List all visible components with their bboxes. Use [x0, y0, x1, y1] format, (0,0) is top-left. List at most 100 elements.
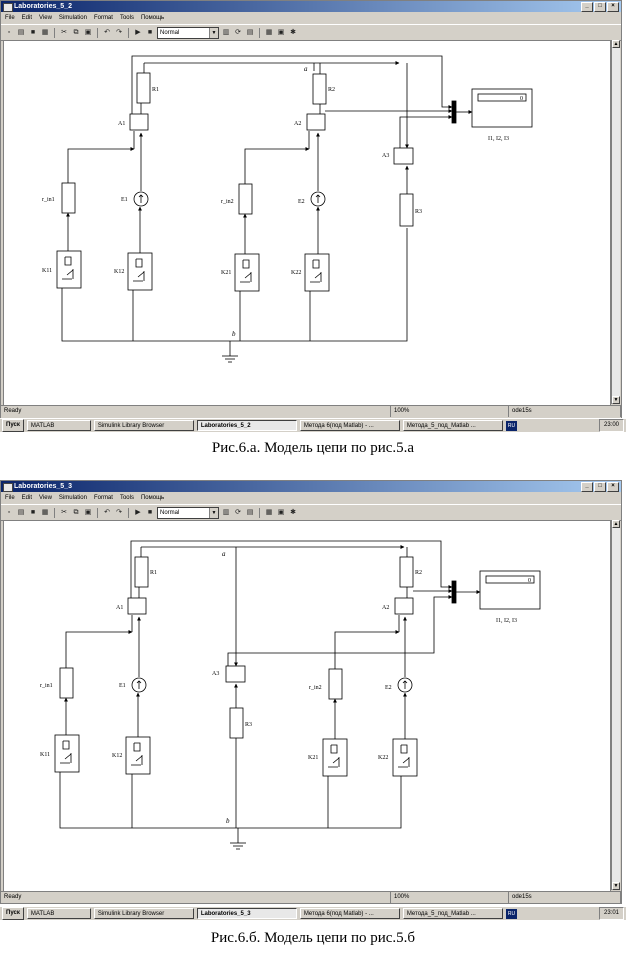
switch-k21-block[interactable]	[322, 738, 348, 777]
build-icon[interactable]: ▥	[221, 507, 231, 518]
save-icon[interactable]: ■	[28, 507, 38, 518]
model-canvas[interactable]: R1 R2 R3 A1 A2 A3 E1 E2 r_in1 r_in2 K11 …	[3, 520, 611, 892]
switch-k21-block[interactable]	[234, 253, 260, 292]
vertical-scrollbar[interactable]: ▲ ▼	[611, 520, 620, 890]
title-bar[interactable]: Laboratories_5_3 _ □ ×	[1, 481, 621, 492]
title-bar[interactable]: Laboratories_5_2 _ □ ×	[1, 1, 621, 12]
refresh-icon[interactable]: ⟳	[233, 507, 243, 518]
stop-simulation-icon[interactable]: ■	[145, 27, 155, 38]
menu-format[interactable]: Format	[93, 495, 113, 501]
menu-edit[interactable]: Edit	[21, 495, 33, 501]
model-explorer-icon[interactable]: ▣	[276, 27, 286, 38]
menu-format[interactable]: Format	[93, 15, 113, 21]
menu-tools[interactable]: Tools	[119, 15, 134, 21]
menu-file[interactable]: File	[5, 15, 15, 21]
menu-edit[interactable]: Edit	[21, 15, 33, 21]
menu-help[interactable]: Помощь	[140, 495, 165, 501]
sum-block-a1[interactable]	[127, 597, 147, 615]
task-library-browser[interactable]: Simulink Library Browser	[93, 420, 194, 431]
task-model[interactable]: Laboratories_5_3	[196, 908, 297, 919]
cut-icon[interactable]: ✂	[59, 507, 69, 518]
start-simulation-icon[interactable]: ▶	[133, 507, 143, 518]
cut-icon[interactable]: ✂	[59, 27, 69, 38]
switch-k12-block[interactable]	[127, 252, 153, 291]
sum-block-a3[interactable]	[393, 147, 414, 165]
open-folder-icon[interactable]: ▤	[16, 27, 26, 38]
stop-simulation-icon[interactable]: ■	[145, 507, 155, 518]
task-doc-2[interactable]: Метода_5_под_Matlab ...	[402, 420, 503, 431]
resistor-r1-block[interactable]	[136, 72, 151, 104]
task-doc-1[interactable]: Метода 6(под Matlab) - ...	[299, 908, 400, 919]
new-file-icon[interactable]: ▫	[4, 507, 14, 518]
switch-k11-block[interactable]	[56, 250, 82, 289]
build-icon[interactable]: ▥	[221, 27, 231, 38]
debug-icon[interactable]: ✱	[288, 27, 298, 38]
language-indicator[interactable]: RU	[505, 420, 518, 431]
voltage-source-e1[interactable]	[133, 191, 149, 207]
scroll-down-icon[interactable]: ▼	[612, 882, 620, 890]
menu-help[interactable]: Помощь	[140, 15, 165, 21]
sum-block-a1[interactable]	[129, 113, 149, 131]
voltage-source-e1[interactable]	[131, 677, 147, 693]
menu-file[interactable]: File	[5, 495, 15, 501]
resistor-r2-block[interactable]	[399, 556, 414, 588]
voltage-source-e2[interactable]	[397, 677, 413, 693]
task-matlab[interactable]: MATLAB	[26, 908, 91, 919]
sum-block-a2[interactable]	[394, 597, 414, 615]
switch-k11-block[interactable]	[54, 734, 80, 773]
maximize-button[interactable]: □	[594, 2, 606, 12]
redo-icon[interactable]: ↷	[114, 27, 124, 38]
paste-icon[interactable]: ▣	[83, 27, 93, 38]
open-folder-icon[interactable]: ▤	[16, 507, 26, 518]
task-doc-2[interactable]: Метода_5_под_Matlab ...	[402, 908, 503, 919]
minimize-button[interactable]: _	[581, 482, 593, 492]
start-simulation-icon[interactable]: ▶	[133, 27, 143, 38]
menu-simulation[interactable]: Simulation	[58, 15, 87, 21]
print-icon[interactable]: ▦	[40, 27, 50, 38]
model-explorer-icon[interactable]: ▣	[276, 507, 286, 518]
display-block[interactable]	[471, 88, 533, 128]
library-browser-icon[interactable]: ▦	[264, 507, 274, 518]
resistor-r3-block[interactable]	[399, 193, 414, 227]
simulation-mode-select[interactable]: Normal ▼	[157, 506, 219, 519]
update-diagram-icon[interactable]: ▤	[245, 27, 255, 38]
switch-k22-block[interactable]	[392, 738, 418, 777]
task-matlab[interactable]: MATLAB	[26, 420, 91, 431]
sum-block-a3[interactable]	[225, 665, 246, 683]
save-icon[interactable]: ■	[28, 27, 38, 38]
resistor-rin2-block[interactable]	[238, 183, 253, 215]
simulation-mode-select[interactable]: Normal ▼	[157, 26, 219, 39]
library-browser-icon[interactable]: ▦	[264, 27, 274, 38]
close-button[interactable]: ×	[607, 482, 619, 492]
vertical-scrollbar[interactable]: ▲ ▼	[611, 40, 620, 404]
menu-view[interactable]: View	[39, 15, 52, 21]
redo-icon[interactable]: ↷	[114, 507, 124, 518]
scroll-down-icon[interactable]: ▼	[612, 396, 620, 404]
task-library-browser[interactable]: Simulink Library Browser	[93, 908, 194, 919]
resistor-rin2-block[interactable]	[328, 668, 343, 700]
refresh-icon[interactable]: ⟳	[233, 27, 243, 38]
paste-icon[interactable]: ▣	[83, 507, 93, 518]
menu-tools[interactable]: Tools	[119, 495, 134, 501]
language-indicator[interactable]: RU	[505, 908, 518, 919]
task-model[interactable]: Laboratories_5_2	[196, 420, 297, 431]
task-doc-1[interactable]: Метода 6(под Matlab) - ...	[299, 420, 400, 431]
resistor-rin1-block[interactable]	[59, 667, 74, 699]
switch-k22-block[interactable]	[304, 253, 330, 292]
resistor-r2-block[interactable]	[312, 73, 327, 105]
close-button[interactable]: ×	[607, 2, 619, 12]
sum-block-a2[interactable]	[306, 113, 326, 131]
update-diagram-icon[interactable]: ▤	[245, 507, 255, 518]
copy-icon[interactable]: ⧉	[71, 507, 81, 518]
undo-icon[interactable]: ↶	[102, 507, 112, 518]
voltage-source-e2[interactable]	[310, 191, 326, 207]
start-button[interactable]: Пуск	[2, 907, 24, 920]
scroll-up-icon[interactable]: ▲	[612, 40, 620, 48]
copy-icon[interactable]: ⧉	[71, 27, 81, 38]
resistor-rin1-block[interactable]	[61, 182, 76, 214]
undo-icon[interactable]: ↶	[102, 27, 112, 38]
new-file-icon[interactable]: ▫	[4, 27, 14, 38]
scroll-up-icon[interactable]: ▲	[612, 520, 620, 528]
minimize-button[interactable]: _	[581, 2, 593, 12]
debug-icon[interactable]: ✱	[288, 507, 298, 518]
